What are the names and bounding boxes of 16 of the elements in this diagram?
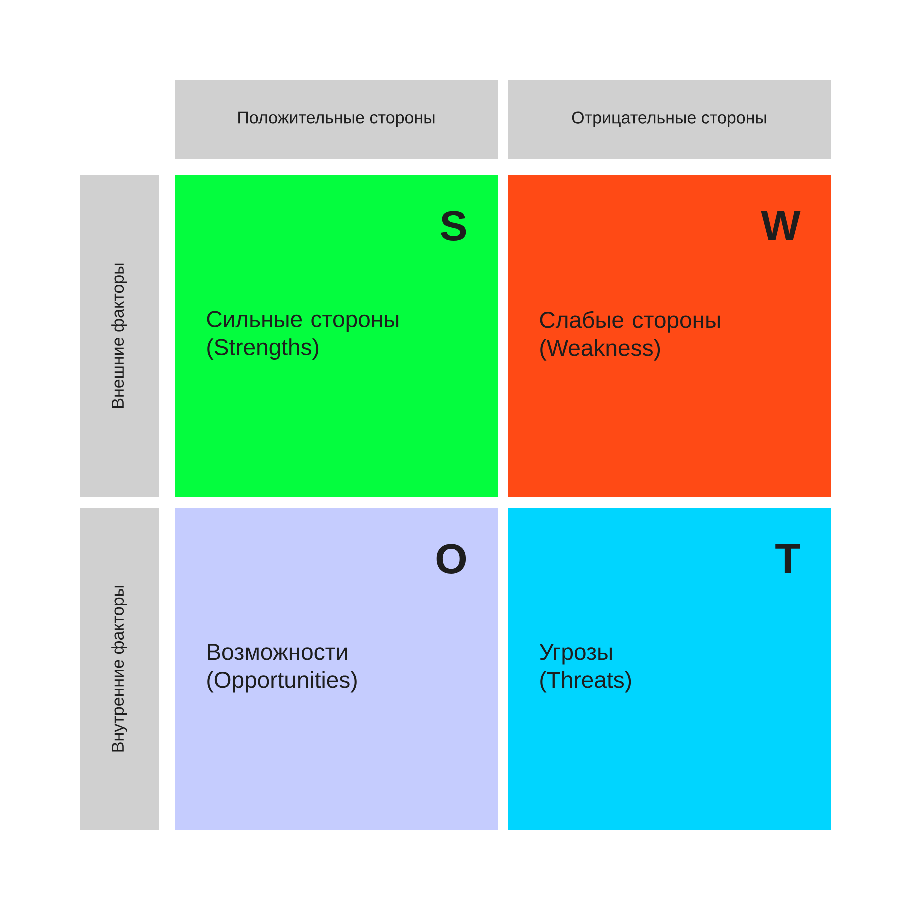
row-header: Внутренние факторы — [80, 508, 159, 830]
quadrant-label: Угрозы (Threats) — [540, 644, 632, 693]
swot-letter: T — [776, 544, 800, 574]
quadrant-label: Сильные стороны (Strengths) — [207, 311, 399, 360]
swot-letter: O — [436, 544, 466, 574]
quadrant-box — [508, 175, 831, 497]
row-header: Внешние факторы — [80, 175, 159, 497]
quadrant-box — [508, 508, 831, 830]
quadrant-label: Возможности (Opportunities) — [208, 644, 357, 693]
quadrant-box — [175, 508, 498, 830]
column-header: Отрицательные стороны — [508, 80, 831, 159]
column-header: Положительные стороны — [175, 80, 498, 159]
quadrant-box — [175, 175, 498, 497]
quadrant-label: Слабые стороны (Weakness) — [540, 311, 720, 361]
swot-letter: W — [761, 211, 801, 240]
swot-letter: S — [441, 211, 466, 241]
